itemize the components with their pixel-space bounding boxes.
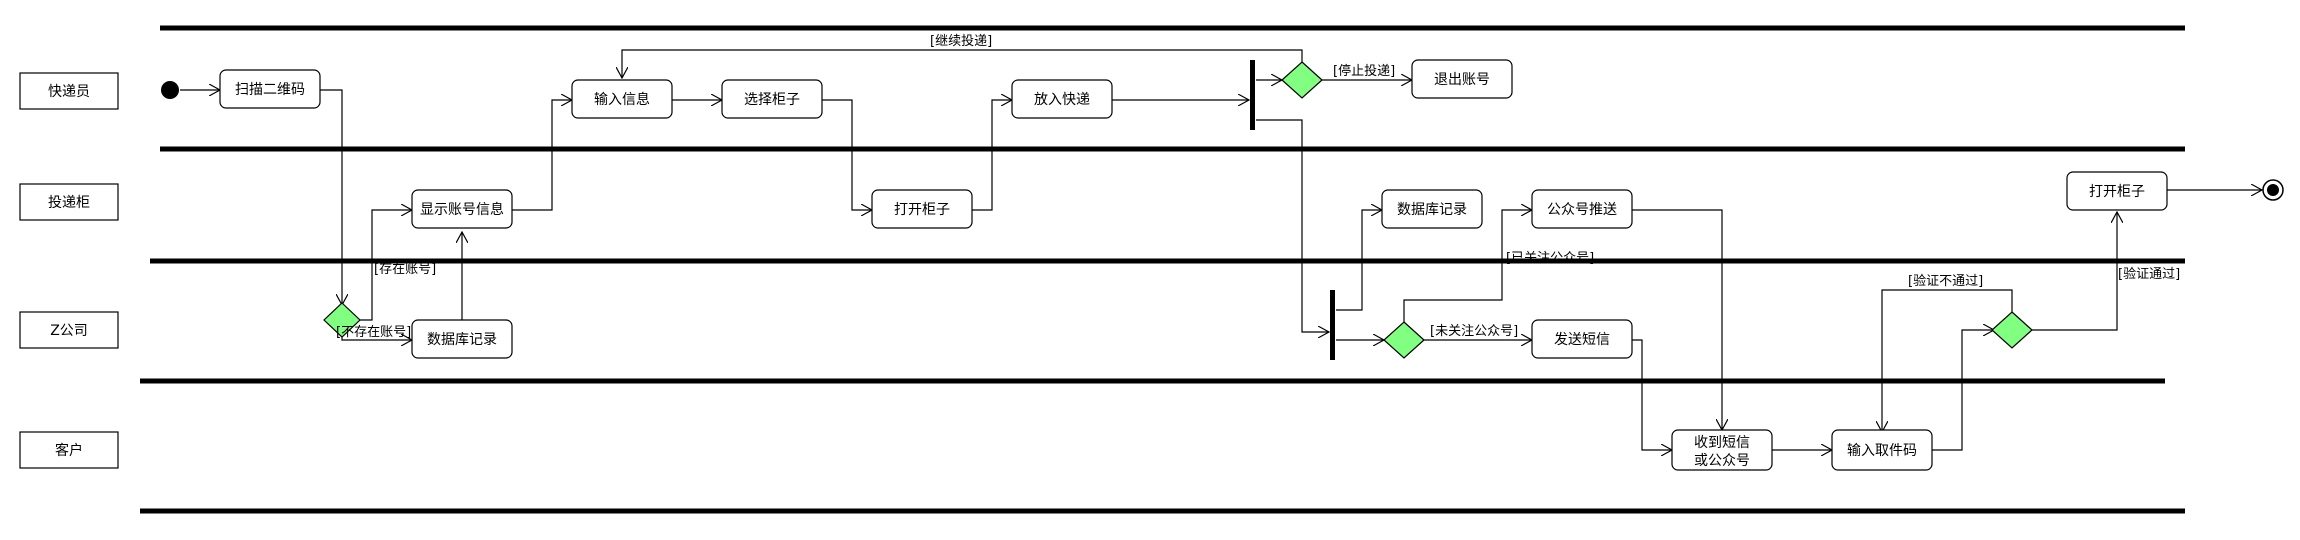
edge-sms-receive (1632, 339, 1672, 450)
edge-code-verify (1932, 330, 1994, 451)
action-send-sms: 发送短信 (1531, 319, 1633, 359)
lane-label-customer: 客户 (19, 431, 119, 469)
svg-text:输入信息: 输入信息 (594, 91, 650, 108)
guard-verify-pass: [验证通过] (2118, 266, 2180, 282)
svg-text:放入快递: 放入快递 (1034, 92, 1090, 108)
decision-verify (1991, 311, 2033, 349)
guard-not-followed: [未关注公众号] (1430, 324, 1518, 339)
svg-text:公众号推送: 公众号推送 (1547, 202, 1617, 218)
guard-continue: [继续投递] (930, 33, 992, 49)
guard-has-account: [存在账号] (374, 262, 436, 277)
action-scan-qr: 扫描二维码 (219, 69, 321, 109)
decision-follow (1383, 321, 1425, 359)
edge-continue-input (622, 49, 1303, 78)
svg-text:数据库记录: 数据库记录 (1397, 202, 1467, 218)
action-db-record-company: 数据库记录 (411, 319, 513, 359)
action-input-code: 输入取件码 (1831, 429, 1933, 471)
guard-no-account: [不存在账号] (336, 325, 411, 340)
guard-stop: [停止投递] (1333, 63, 1395, 79)
edge-followed-push (1403, 210, 1532, 322)
swimlane-separators (140, 25, 2185, 514)
action-place-parcel: 放入快递 (1011, 79, 1113, 119)
edge-fork-join (1256, 119, 1329, 332)
svg-text:发送短信: 发送短信 (1554, 332, 1610, 348)
lane-label-company: Z公司 (19, 311, 119, 349)
guard-followed: [已关注公众号] (1506, 251, 1594, 266)
initial-node (161, 81, 179, 99)
edge-show-input (512, 100, 572, 211)
svg-text:选择柜子: 选择柜子 (744, 92, 800, 108)
svg-text:或公众号: 或公众号 (1694, 453, 1750, 469)
action-select-cabinet: 选择柜子 (721, 79, 823, 119)
edge-join-dbrecord (1336, 210, 1382, 311)
action-db-record-cabinet: 数据库记录 (1381, 189, 1483, 229)
edge-verify-pass (2032, 212, 2117, 331)
join-bar (1330, 290, 1335, 360)
edge-verify-fail (1882, 289, 2013, 432)
svg-text:客户: 客户 (55, 442, 83, 459)
edge-scan-decision (320, 89, 342, 305)
action-input-info: 输入信息 (571, 79, 673, 119)
action-open-cabinet-2: 打开柜子 (2066, 171, 2168, 211)
decision-account (323, 302, 361, 338)
decision-continue (1281, 61, 1323, 99)
svg-text:Z公司: Z公司 (50, 323, 88, 339)
svg-text:显示账号信息: 显示账号信息 (420, 201, 504, 218)
svg-text:打开柜子: 打开柜子 (894, 201, 950, 218)
action-receive-notice: 收到短信 或公众号 (1671, 429, 1773, 471)
svg-text:收到短信: 收到短信 (1694, 435, 1750, 451)
svg-text:扫描二维码: 扫描二维码 (235, 82, 305, 98)
action-show-account: 显示账号信息 (411, 189, 513, 229)
fork-bar (1250, 60, 1255, 130)
action-logout: 退出账号 (1411, 59, 1513, 99)
svg-text:输入取件码: 输入取件码 (1847, 443, 1917, 459)
svg-text:数据库记录: 数据库记录 (427, 332, 497, 348)
final-node (2262, 179, 2284, 201)
edges (180, 49, 2262, 451)
lane-label-courier: 快递员 (19, 72, 119, 110)
guard-verify-fail: [验证不通过] (1908, 273, 1983, 289)
edge-decision-show (358, 210, 412, 321)
edge-push-receive (1632, 209, 1722, 430)
action-wechat-push: 公众号推送 (1531, 189, 1633, 229)
svg-text:快递员: 快递员 (48, 84, 90, 100)
svg-text:退出账号: 退出账号 (1434, 72, 1490, 88)
action-open-cabinet-1: 打开柜子 (871, 189, 973, 229)
svg-text:打开柜子: 打开柜子 (2089, 183, 2145, 200)
edge-open-place (972, 100, 1012, 211)
lane-label-cabinet: 投递柜 (19, 183, 119, 221)
edge-select-open (822, 99, 872, 210)
svg-text:投递柜: 投递柜 (48, 195, 90, 211)
